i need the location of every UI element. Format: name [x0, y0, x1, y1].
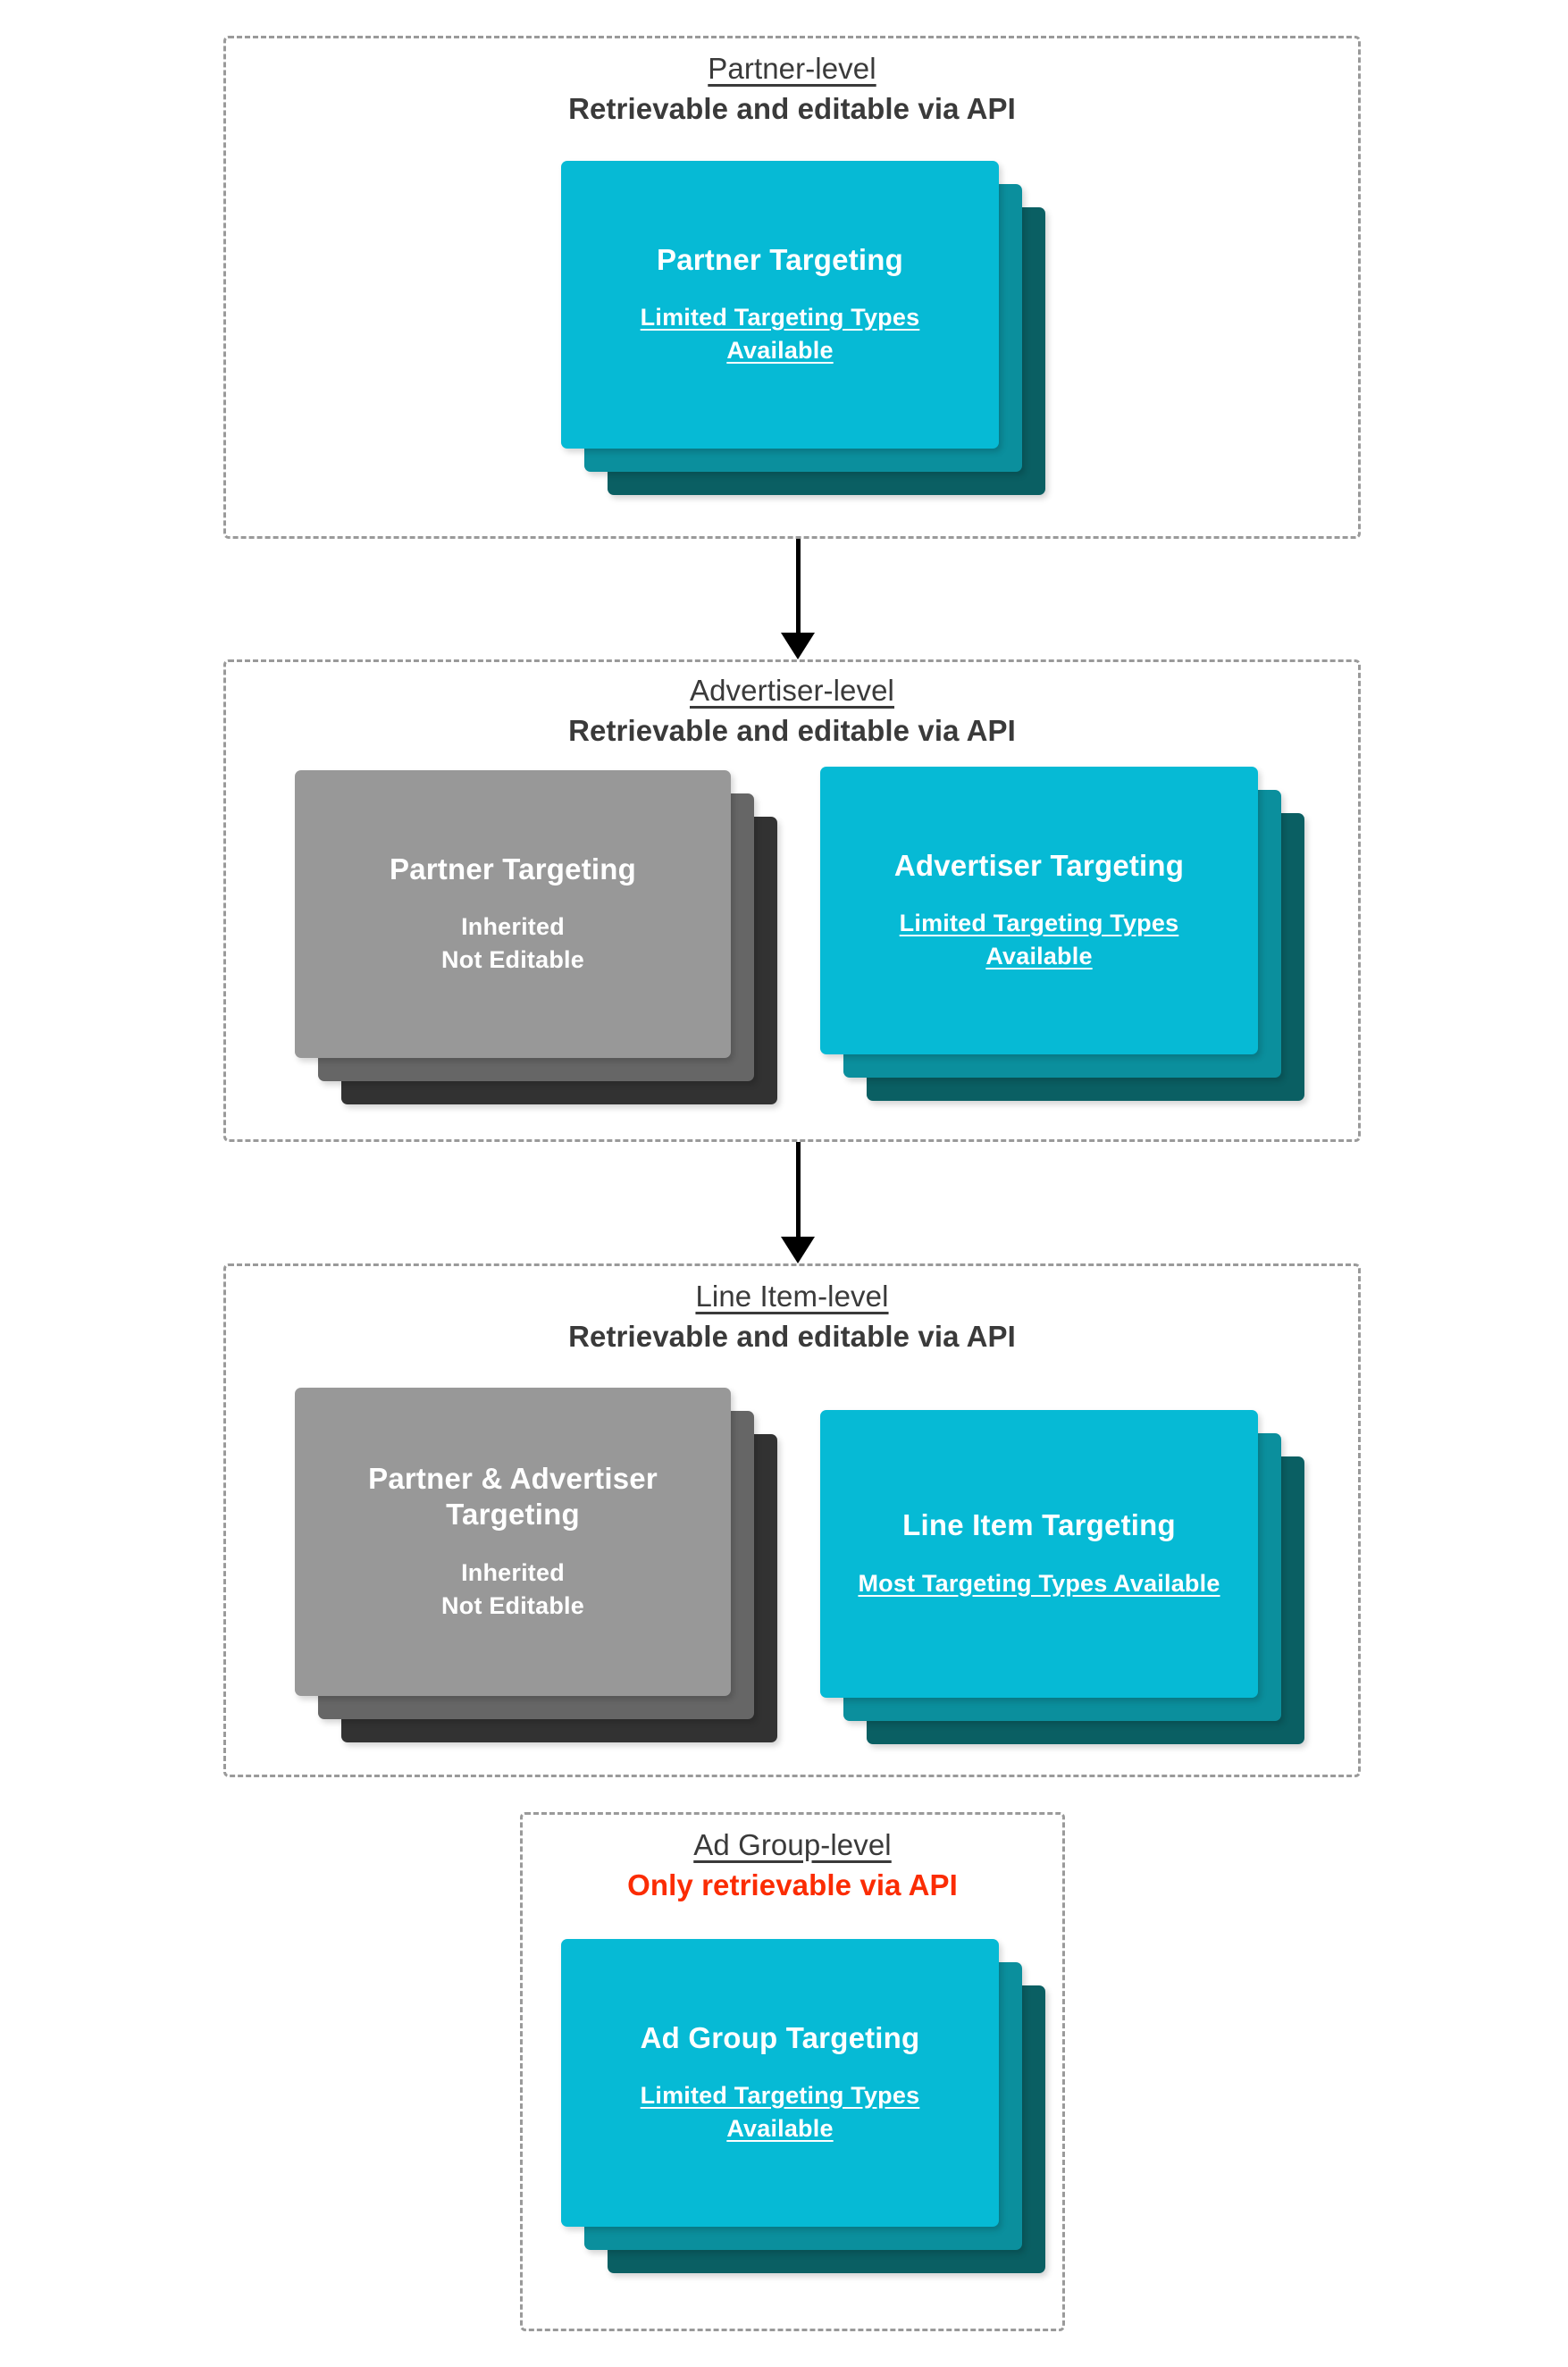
card-stack-line-item-targeting: Line Item Targeting Most Targeting Types… [820, 1410, 1304, 1744]
card-note: Inherited Not Editable [441, 1558, 584, 1619]
card-title: Partner Targeting [389, 852, 636, 886]
level-box-partner [223, 36, 1361, 539]
card-partner-targeting[interactable]: Partner Targeting Limited Targeting Type… [561, 161, 999, 449]
level-box-advertiser [223, 659, 1361, 1142]
connector-partner-to-advertiser [781, 539, 815, 659]
card-stack-partner-targeting: Partner Targeting Limited Targeting Type… [561, 161, 1045, 495]
card-note: Limited Targeting Types Available [899, 909, 1179, 970]
arrow-head-icon [781, 633, 815, 659]
card-title: Partner Targeting [656, 242, 903, 276]
card-ad-group-targeting[interactable]: Ad Group Targeting Limited Targeting Typ… [561, 1939, 999, 2227]
arrow-shaft [795, 539, 801, 635]
card-partner-advertiser-targeting-inherited[interactable]: Partner & Advertiser Targeting Inherited… [295, 1388, 731, 1696]
card-title: Ad Group Targeting [640, 2020, 920, 2054]
card-stack-ad-group-targeting: Ad Group Targeting Limited Targeting Typ… [561, 1939, 1045, 2273]
card-note: Limited Targeting Types Available [640, 2081, 920, 2143]
card-title: Partner & Advertiser Targeting [368, 1462, 658, 1532]
card-note: Limited Targeting Types Available [640, 303, 920, 365]
card-partner-targeting-inherited[interactable]: Partner Targeting Inherited Not Editable [295, 770, 731, 1058]
level-box-line-item [223, 1263, 1361, 1777]
arrow-shaft [795, 1142, 801, 1239]
card-note: Most Targeting Types Available [858, 1569, 1220, 1597]
card-stack-advertiser-targeting: Advertiser Targeting Limited Targeting T… [820, 767, 1304, 1101]
level-box-ad-group [520, 1812, 1065, 2331]
arrow-head-icon [781, 1237, 815, 1263]
card-stack-line-item-inherited: Partner & Advertiser Targeting Inherited… [295, 1388, 777, 1742]
card-advertiser-targeting[interactable]: Advertiser Targeting Limited Targeting T… [820, 767, 1258, 1054]
card-line-item-targeting[interactable]: Line Item Targeting Most Targeting Types… [820, 1410, 1258, 1698]
card-note: Inherited Not Editable [441, 912, 584, 974]
card-stack-advertiser-inherited: Partner Targeting Inherited Not Editable [295, 770, 777, 1104]
connector-advertiser-to-line-item [781, 1142, 815, 1263]
card-title: Line Item Targeting [902, 1508, 1176, 1542]
card-title: Advertiser Targeting [893, 848, 1185, 882]
